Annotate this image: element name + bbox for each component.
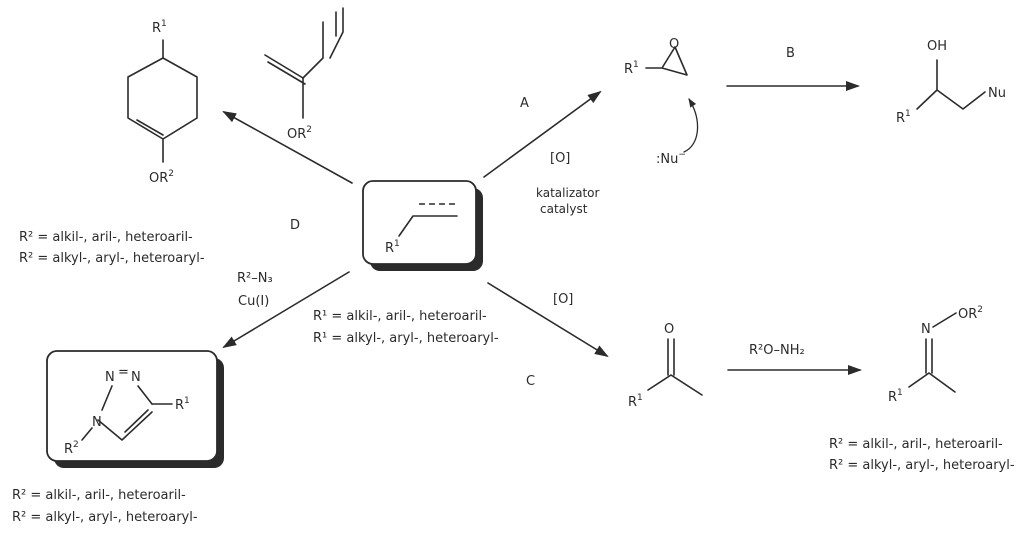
triazole-def-1: R² = alkil-, aril-, heteroaril- [12, 488, 186, 503]
diene-backbone [302, 7, 344, 79]
ketone-o-label: O [664, 322, 674, 337]
alkene-bond [398, 215, 458, 237]
epoxide-o-label: O [669, 37, 679, 52]
oxime-def-2: R² = alkyl-, aryl-, heteroaryl- [829, 458, 1015, 473]
route-c2-reagent: R²O–NH₂ [749, 343, 805, 358]
ring-or2-label: OR2 [149, 169, 174, 186]
arrow-route-a [483, 90, 602, 178]
click-reagent-1: R²–N₃ [237, 271, 273, 286]
route-a-catalyst-hr: katalizator [536, 186, 600, 200]
route-d-label: D [290, 218, 300, 233]
triazole-product: R²–N₃ Cu(I) N = N N R1 R2 R² = alkil-, a… [12, 271, 273, 525]
oxime-n-label: N [921, 322, 931, 337]
oxime-skeleton [908, 372, 956, 393]
product-r1-label: R1 [896, 109, 911, 126]
arrow-route-d [222, 111, 353, 184]
ring-def-2: R² = alkyl-, aryl-, heteroaryl- [19, 251, 205, 266]
arrow-click [222, 271, 350, 349]
oxime-or2-label: OR2 [958, 305, 983, 322]
ring-def-1: R² = alkil-, aril-, heteroaril- [19, 230, 193, 245]
ring-r1-label: R1 [152, 19, 167, 36]
ketone-structure: [O] C O R1 R²O–NH₂ [526, 292, 805, 410]
triazole-def-2: R² = alkyl-, aryl-, heteroaryl- [12, 510, 198, 525]
amino-alcohol-product: B OH R1 Nu [786, 39, 1006, 126]
nucleophile-attack-arrow [683, 98, 699, 153]
triazole-box [46, 350, 218, 462]
triazole-ring-bonds [97, 385, 153, 441]
route-a-label: A [520, 96, 529, 111]
triazole-n2-label: N [131, 370, 141, 385]
epoxide-structure: A [O] katalizator catalyst R1 O :Nu− [520, 37, 699, 216]
triazole-r2-label: R2 [64, 440, 79, 457]
center-r1-label: R1 [385, 239, 400, 256]
route-b-label: B [786, 46, 795, 61]
diene-structure: OR2 [264, 7, 344, 142]
ketone-skeleton [647, 374, 703, 396]
route-c-reagent: [O] [553, 292, 573, 307]
triazole-r1-label: R1 [175, 396, 190, 413]
oxime-r1-label: R1 [888, 388, 903, 405]
cyclohexene-structure: R1 OR2 D R² = alkil-, aril-, heteroaril-… [19, 19, 300, 266]
triazole-eq-label: = [118, 365, 129, 380]
triazole-n3-label: N [105, 370, 115, 385]
ring-double-bond [136, 119, 164, 136]
ketone-carbonyl [667, 338, 675, 376]
center-substrate: R1 R¹ = alkil-, aril-, heteroaril- R¹ = … [313, 180, 499, 346]
ring-outline [127, 39, 198, 140]
arrow-route-c [487, 282, 609, 358]
oxime-structure: N OR2 R1 R² = alkil-, aril-, heteroaril-… [829, 305, 1015, 473]
click-reagent-2: Cu(I) [238, 294, 269, 309]
route-c-label: C [526, 374, 535, 389]
ketone-r1-label: R1 [628, 393, 643, 410]
oxime-n-o-bond [932, 312, 957, 328]
center-box [362, 180, 477, 265]
epoxide-ring [645, 46, 688, 76]
triazole-n1-label: N [92, 415, 102, 430]
oxime-double-bond [925, 338, 933, 374]
triazole-r2-bond [81, 427, 93, 441]
route-a-reagent: [O] [550, 151, 570, 166]
product-nu-label: Nu [988, 86, 1006, 101]
nucleophile-label: :Nu− [656, 150, 686, 167]
route-a-catalyst-en: catalyst [540, 202, 588, 216]
product-oh-label: OH [927, 39, 947, 54]
center-def-1: R¹ = alkil-, aril-, heteroaril- [313, 309, 487, 324]
product-skeleton [916, 59, 986, 110]
center-def-2: R¹ = alkyl-, aryl-, heteroaryl- [313, 331, 499, 346]
diene-left-vinyl [264, 54, 306, 119]
diene-or2-label: OR2 [287, 125, 312, 142]
epoxide-r1-label: R1 [624, 60, 639, 77]
oxime-def-1: R² = alkil-, aril-, heteroaril- [829, 437, 1003, 452]
